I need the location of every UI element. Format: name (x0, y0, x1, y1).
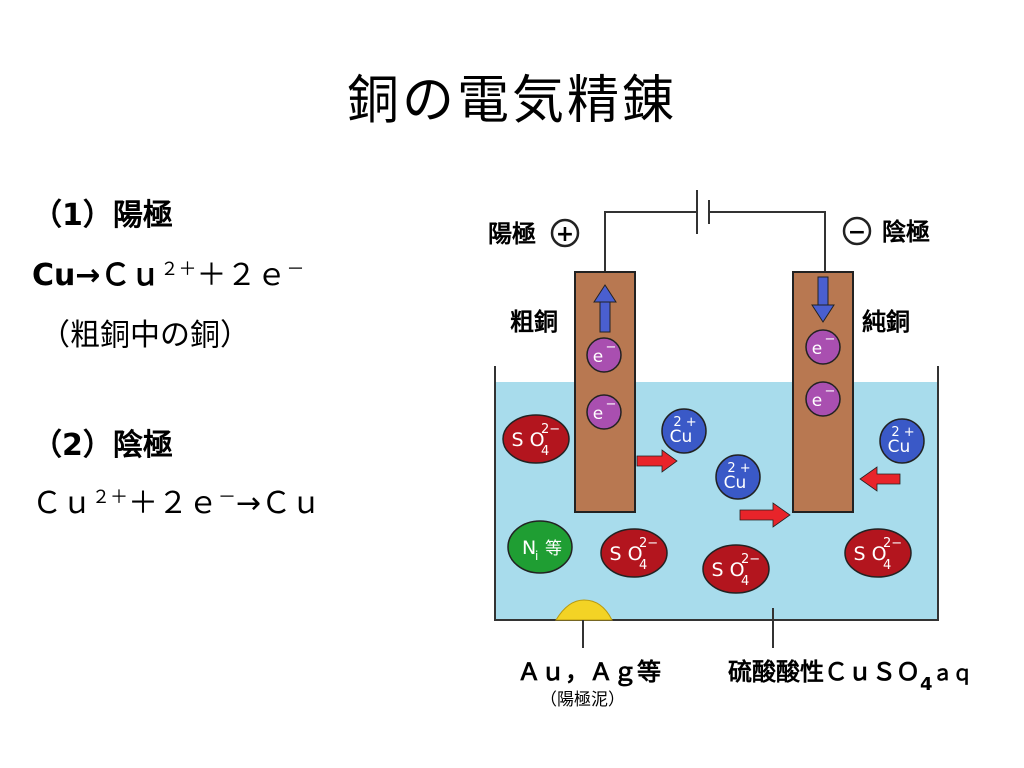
cathode-eq-sup: ２＋ (92, 487, 128, 508)
copper-symbol: Cu (724, 473, 747, 493)
copper-ion: Cu 2 + (715, 454, 761, 500)
electrolyte-subscript: 4 (920, 674, 933, 695)
electron-charge: − (825, 384, 836, 399)
arrow-left-icon (859, 466, 901, 492)
electrolyte-prefix: 硫酸酸性ＣｕＳＯ (728, 658, 920, 686)
anode-sludge (555, 599, 613, 621)
electrolyte-suffix: ａｑ (933, 661, 973, 686)
arrow-right-icon (636, 449, 678, 473)
nickel-particle: N i 等 (507, 520, 573, 574)
sulfate-charge: 2− (639, 536, 658, 551)
copper-symbol: Cu (670, 427, 693, 447)
anode-sign: + (556, 222, 574, 247)
arrow-up-icon (593, 284, 617, 333)
electron-symbol: e (593, 404, 603, 424)
cathode-eq-tail: →Ｃｕ (236, 486, 322, 521)
anode-label: 陽極 (488, 220, 536, 248)
electron: e − (586, 337, 622, 373)
minus-sign-icon (842, 216, 872, 246)
sulfate-ion: S O 4 2− (600, 528, 668, 578)
anode-note: （粗銅中の銅） (40, 318, 250, 353)
electron-charge: − (825, 332, 836, 347)
electron-charge: − (606, 397, 617, 412)
anode-heading: （1）陽極 (32, 198, 173, 233)
pure-copper-label: 純銅 (862, 308, 910, 336)
cathode-eq-lead: Ｃｕ (32, 486, 92, 521)
nickel-symbol: N (522, 537, 536, 559)
cathode-heading: （2）陰極 (32, 428, 173, 463)
sulfate-formula: S O (609, 543, 642, 565)
circuit-wire (604, 190, 826, 272)
sulfate-charge: 2− (883, 536, 902, 551)
electron: e − (805, 381, 841, 417)
copper-ion: Cu 2 + (879, 418, 925, 464)
electron: e − (586, 394, 622, 430)
anode-eq-tail: ＋２ｅ (196, 258, 287, 293)
cathode-equation: Ｃｕ２＋＋２ｅ－→Ｃｕ (32, 478, 321, 522)
anode-eq-end-sup: － (286, 259, 305, 280)
sulfate-formula: S O (711, 559, 744, 581)
cathode-eq-sup2: － (218, 487, 236, 508)
copper-ion: Cu 2 + (661, 408, 707, 454)
nickel-subscript: i (535, 549, 538, 563)
sulfate-ion: S O 4 2− (702, 544, 770, 594)
sludge-label: （陽極泥） (540, 690, 625, 710)
sulfate-charge: 2− (541, 422, 560, 437)
electrolytic-tank (494, 366, 939, 621)
sulfate-formula: S O (511, 429, 544, 451)
arrow-right-icon (739, 502, 791, 528)
cathode-eq-mid: ＋２ｅ (128, 486, 218, 521)
electrolyte-label: 硫酸酸性ＣｕＳＯ4ａｑ (728, 658, 973, 695)
cathode-sign: − (848, 220, 866, 245)
plus-sign-icon (550, 218, 580, 248)
anode-eq-sup: ２＋ (160, 259, 197, 280)
copper-symbol: Cu (888, 437, 911, 457)
copper-charge: 2 + (727, 461, 750, 476)
electron: e − (805, 329, 841, 365)
nickel-suffix: 等 (545, 539, 562, 559)
copper-charge: 2 + (673, 415, 696, 430)
electron-charge: − (606, 340, 617, 355)
sulfate-formula: S O (853, 543, 886, 565)
sulfate-subscript: 4 (741, 574, 749, 589)
electron-symbol: e (812, 339, 822, 359)
sulfate-subscript: 4 (541, 444, 549, 459)
page-title: 銅の電気精錬 (346, 71, 677, 131)
crude-copper-label: 粗銅 (510, 308, 558, 336)
sulfate-subscript: 4 (639, 558, 647, 573)
anode-eq-lead: Cu→Ｃｕ (32, 258, 161, 293)
sulfate-ion: S O 4 2− (844, 528, 912, 578)
anode-equation: Cu→Ｃｕ２＋＋２ｅ－ (32, 250, 305, 294)
copper-charge: 2 + (891, 425, 914, 440)
sludge-metals-label: Ａｕ，Ａｇ等 (517, 658, 661, 687)
sulfate-ion: S O 4 2− (502, 414, 570, 464)
electron-symbol: e (593, 347, 603, 367)
cathode-label: 陰極 (882, 218, 930, 246)
electron-symbol: e (812, 391, 822, 411)
sulfate-charge: 2− (741, 552, 760, 567)
sulfate-subscript: 4 (883, 558, 891, 573)
arrow-down-icon (811, 276, 835, 323)
